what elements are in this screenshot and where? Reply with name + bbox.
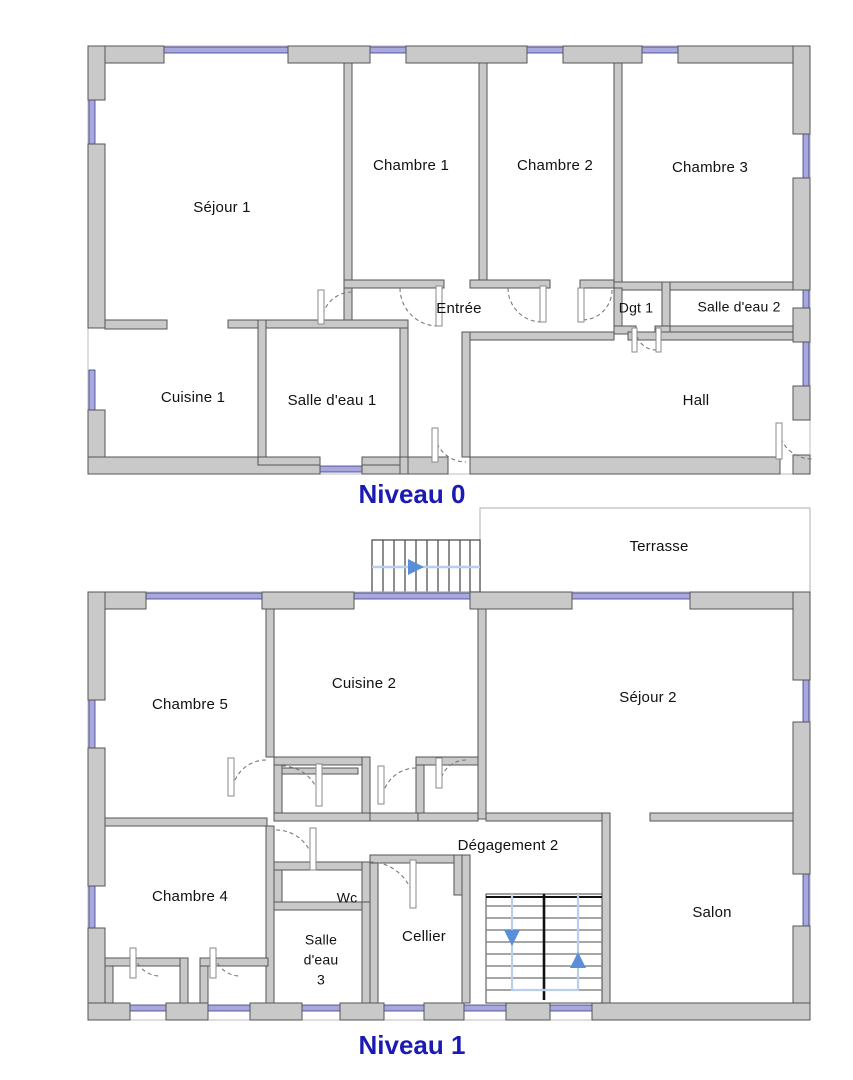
level1-room-labels: Chambre 5 Cuisine 2 Séjour 2 Dégagement … [152,675,731,988]
room-label-chambre-4: Chambre 4 [152,888,228,905]
level0-room-labels: Séjour 1 Chambre 1 Chambre 2 Chambre 3 E… [161,157,781,409]
room-label-chambre-5: Chambre 5 [152,696,228,713]
room-label-sejour-1: Séjour 1 [193,199,250,216]
room-label-salle-deau-3: Salle d'eau 3 [304,932,339,988]
room-label-sejour-2: Séjour 2 [619,689,676,706]
room-label-chambre-1: Chambre 1 [373,157,449,174]
level-niveau-0: Séjour 1 Chambre 1 Chambre 2 Chambre 3 E… [87,45,813,509]
level0-door-leaves [317,285,783,463]
level-niveau-1: Terrasse [87,507,811,1060]
room-label-chambre-2: Chambre 2 [517,157,593,174]
room-label-terrasse: Terrasse [629,538,688,555]
room-label-degagement-2: Dégagement 2 [458,837,559,854]
terrace-stair-arrow-right-icon [408,559,424,575]
room-label-cellier: Cellier [402,928,446,945]
svg-text:d'eau: d'eau [304,952,339,968]
terrace-stair [371,539,481,593]
terrasse-area: Terrasse [479,507,811,597]
svg-text:3: 3 [317,972,325,988]
room-label-wc: Wc [337,890,358,906]
room-label-salon: Salon [692,904,731,921]
level-title-niveau-0: Niveau 0 [359,479,466,509]
room-label-salle-deau-1: Salle d'eau 1 [288,392,377,409]
room-label-salle-deau-2: Salle d'eau 2 [697,299,780,315]
stair-arrow-up-icon [570,952,586,968]
main-stair [485,893,603,1004]
level1-interior-walls [104,608,794,1004]
room-label-cuisine-1: Cuisine 1 [161,389,225,406]
room-label-chambre-3: Chambre 3 [672,159,748,176]
svg-text:Salle: Salle [305,932,337,948]
room-label-dgt-1: Dgt 1 [619,300,653,316]
level1-exterior-walls [87,591,811,1021]
room-label-cuisine-2: Cuisine 2 [332,675,396,692]
room-label-entree: Entrée [436,300,481,317]
level1-door-leaves [129,757,443,979]
level0-interior-walls [227,62,794,475]
stair-arrow-down-icon [504,930,520,946]
level-title-niveau-1: Niveau 1 [359,1030,466,1060]
level0-exterior-walls [87,45,811,475]
room-label-hall: Hall [683,392,710,409]
